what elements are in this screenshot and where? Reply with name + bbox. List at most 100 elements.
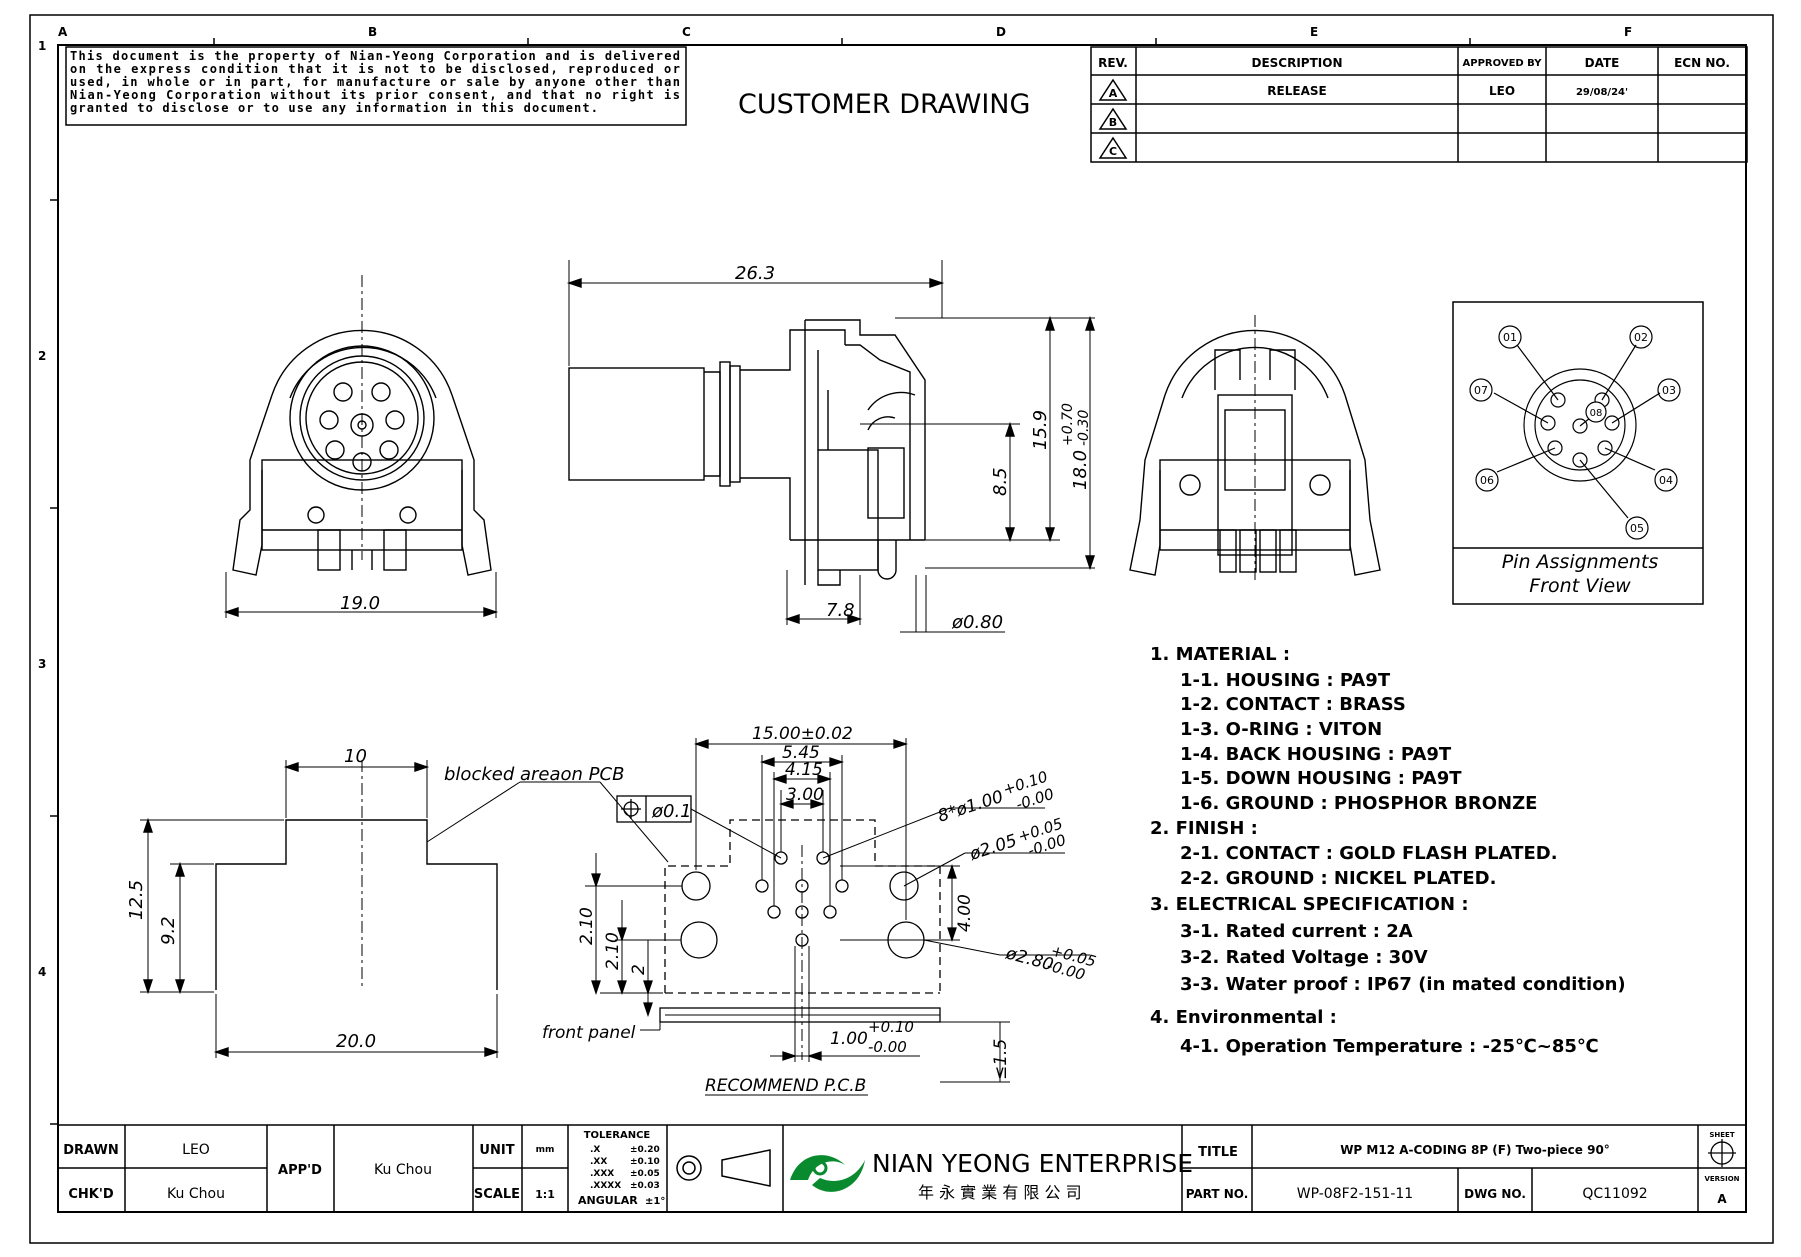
pin-03-label: 03 (1662, 384, 1676, 397)
pin-diagram (1469, 325, 1681, 540)
dim-15-9: 15.9 (1030, 410, 1051, 450)
dim-20-0: 20.0 (336, 1031, 376, 1052)
grid-col-e: E (1310, 25, 1318, 39)
description-header: DESCRIPTION (1251, 56, 1342, 70)
dim-18-0-tol-plus: +0.70 (1060, 403, 1076, 446)
sheet-label: SHEET (1709, 1131, 1734, 1139)
dim-2-10-b: 2.10 (603, 932, 623, 970)
title-block (57, 1124, 1747, 1213)
spec-housing: 1-1. HOUSING : PA9T (1180, 670, 1391, 691)
notice-box (65, 46, 687, 126)
approved-by-header: APPROVED BY (1463, 58, 1543, 69)
spec-ground-finish: 2-2. GROUND : NICKEL PLATED. (1180, 868, 1496, 889)
unit-value: mm (536, 1145, 555, 1155)
tol-xxxx-label: .XXXX (590, 1181, 621, 1191)
dim-12-5: 12.5 (126, 880, 147, 920)
tol-xxx-label: .XXX (590, 1169, 614, 1179)
spec-contact: 1-2. CONTACT : BRASS (1180, 694, 1406, 715)
rev-header: REV. (1098, 56, 1128, 70)
notice-line-2: on the express condition that it is not … (70, 62, 680, 76)
unit-label: UNIT (479, 1143, 514, 1158)
approved-value: Ku Chou (374, 1162, 432, 1178)
grid-col-b: B (368, 25, 377, 39)
dwg-no-label: DWG NO. (1464, 1187, 1526, 1201)
version-label: VERSION (1704, 1175, 1739, 1183)
date-header: DATE (1585, 56, 1620, 70)
rev-a-date: 29/08/24' (1576, 87, 1628, 98)
grid-labels: A B C D E F 1 2 3 4 (38, 25, 1632, 979)
company-name-chinese: 年 永 實 業 有 限 公 司 (918, 1183, 1082, 1202)
specifications: 1. MATERIAL : 1-1. HOUSING : PA9T 1-2. C… (1150, 644, 1626, 1057)
notice-line-1: This document is the property of Nian-Ye… (70, 49, 680, 63)
notice-text: This document is the property of Nian-Ye… (70, 49, 680, 115)
spec-water-proof: 3-3. Water proof : IP67 (in mated condit… (1180, 974, 1626, 995)
dim-2-10-a: 2.10 (577, 907, 597, 945)
front-view-title: Front View (1529, 575, 1631, 597)
angular-label: ANGULAR (578, 1194, 638, 1207)
spec-finish: 2. FINISH : (1150, 818, 1258, 839)
pin-02-label: 02 (1634, 331, 1648, 344)
rev-b-letter: B (1109, 116, 1117, 129)
dim-0-80: ø0.80 (951, 612, 1003, 633)
dim-2: 2 (629, 964, 649, 975)
dim-26-3: 26.3 (735, 263, 775, 284)
checked-label: CHK'D (68, 1187, 113, 1202)
dim-3-00: 3.00 (786, 785, 824, 805)
dim-hole-2-05: ø2.05 (966, 831, 1019, 865)
blocked-area-dims: 10 12.5 9.2 20.0 blocked areaon PCB (126, 746, 624, 1052)
dim-7-8: 7.8 (826, 600, 855, 621)
spec-material: 1. MATERIAL : (1150, 644, 1290, 665)
checked-value: Ku Chou (167, 1186, 225, 1202)
grid-col-d: D (996, 25, 1006, 39)
angular-value: ±1° (645, 1196, 665, 1207)
pin-07-label: 07 (1474, 384, 1488, 397)
grid-col-c: C (682, 25, 691, 39)
ecn-header: ECN NO. (1674, 56, 1730, 70)
grid-col-f: F (1624, 25, 1632, 39)
position-tolerance: ø0.1 (651, 801, 692, 822)
spec-o-ring: 1-3. O-RING : VITON (1180, 719, 1382, 740)
spec-electrical: 3. ELECTRICAL SPECIFICATION : (1150, 894, 1469, 915)
tol-x-value: ±0.20 (630, 1145, 660, 1155)
grid-row-1: 1 (38, 39, 46, 53)
grid-ticks (50, 38, 1471, 1125)
drawn-label: DRAWN (63, 1143, 119, 1158)
drawn-value: LEO (182, 1142, 210, 1158)
revision-table (1090, 46, 1748, 163)
title-block-text: DRAWN LEO CHK'D Ku Chou APP'D Ku Chou UN… (63, 1130, 1739, 1207)
dim-1-00-minus: -0.00 (868, 1038, 907, 1056)
tol-xx-value: ±0.10 (630, 1157, 660, 1167)
front-view (223, 275, 499, 618)
tol-xx-label: .XX (590, 1157, 607, 1167)
dim-1-00: 1.00 (830, 1029, 868, 1049)
grid-row-2: 2 (38, 349, 46, 363)
pin-06-label: 06 (1480, 474, 1494, 487)
dim-18-0: 18.0 (1070, 450, 1091, 490)
tolerance-label: TOLERANCE (584, 1130, 651, 1141)
rev-a-letter: A (1109, 87, 1118, 100)
spec-rated-current: 3-1. Rated current : 2A (1180, 921, 1413, 942)
pin-04-label: 04 (1659, 474, 1673, 487)
dim-5-45: 5.45 (782, 743, 820, 763)
spec-environmental: 4. Environmental : (1150, 1007, 1337, 1028)
dim-19-0: 19.0 (340, 593, 380, 614)
title-value: WP M12 A-CODING 8P (F) Two-piece 90° (1340, 1143, 1610, 1157)
dim-15-00: 15.00±0.02 (752, 724, 853, 744)
pin-01-label: 01 (1503, 331, 1517, 344)
back-view (1129, 315, 1381, 580)
dwg-no-value: QC11092 (1582, 1186, 1647, 1202)
dim-4-15: 4.15 (785, 760, 823, 780)
dim-9-2: 9.2 (158, 916, 179, 945)
rev-a-approved: LEO (1489, 84, 1515, 98)
grid-row-3: 3 (38, 657, 46, 671)
notice-line-5: granted to disclose or to use any inform… (70, 101, 598, 115)
recommend-pcb-label: RECOMMEND P.C.B (705, 1076, 866, 1096)
company-name: NIAN YEONG ENTERPRISE (872, 1149, 1193, 1178)
part-no-label: PART NO. (1186, 1187, 1249, 1201)
part-no-value: WP-08F2-151-11 (1297, 1186, 1413, 1202)
dim-10: 10 (344, 746, 367, 767)
version-value: A (1717, 1192, 1727, 1206)
title-label: TITLE (1198, 1145, 1238, 1160)
dim-1-5: ≤1.5 (991, 1039, 1011, 1080)
side-view-dims: 26.3 7.8 ø0.80 8.5 15.9 18.0 +0.70 -0.30 (735, 263, 1092, 633)
